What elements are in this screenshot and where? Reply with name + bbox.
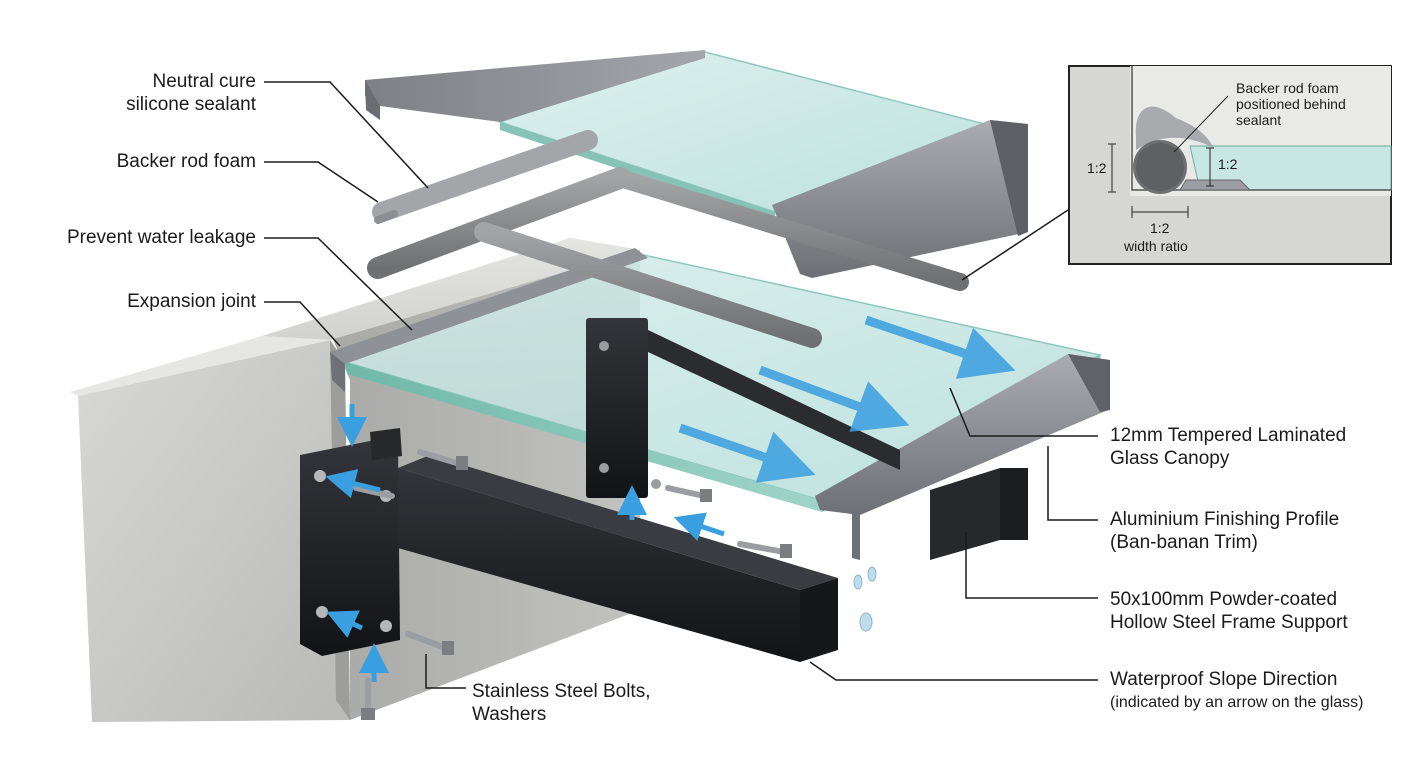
slope-arrows: [678, 315, 1016, 483]
label-steel-line1: 50x100mm Powder-coated: [1110, 589, 1338, 610]
label-glass-line2: Glass Canopy: [1110, 448, 1230, 469]
label-bolts-line2: Washers: [472, 704, 547, 725]
expansion-channel: [330, 248, 648, 392]
bolt-6: [737, 541, 792, 558]
label-alu-line2: (Ban-banan Trim): [1110, 532, 1258, 553]
backer-rod-foam: [367, 167, 969, 348]
silicone-sealant-bead: [372, 130, 598, 224]
lower-aluminium-profile: [815, 354, 1110, 560]
bolt-3: [405, 631, 454, 655]
bolt-5: [665, 485, 712, 502]
inset-note-line2: positioned behind: [1236, 96, 1346, 112]
label-expansion-joint: Expansion joint: [127, 291, 256, 312]
water-drops: [853, 566, 877, 632]
assembly-arrows: [325, 404, 725, 682]
label-glass-line1: 12mm Tempered Laminated: [1110, 425, 1347, 446]
bolt-1: [417, 449, 468, 470]
bolt-4: [361, 677, 375, 720]
label-bolts: Stainless Steel Bolts, Washers: [472, 680, 650, 726]
steel-bracket-rear: [586, 318, 900, 498]
label-steel-line2: Hollow Steel Frame Support: [1110, 612, 1348, 633]
label-bolts-line1: Stainless Steel Bolts,: [472, 681, 651, 702]
label-slope-direction: Waterproof Slope Direction (indicated by…: [1110, 668, 1363, 714]
label-alu-line1: Aluminium Finishing Profile: [1110, 509, 1340, 530]
detail-inset: [1068, 65, 1392, 265]
label-backer-rod: Backer rod foam: [116, 151, 256, 172]
label-silicone-line1: Neutral cure: [152, 71, 257, 92]
inset-note-line1: Backer rod foam: [1236, 80, 1339, 96]
inset-width-ratio: width ratio: [1124, 238, 1188, 254]
bolt-2: [353, 485, 395, 499]
label-steel-frame: 50x100mm Powder-coated Hollow Steel Fram…: [1110, 588, 1348, 634]
inset-ratio-bottom: 1:2: [1150, 220, 1170, 236]
inset-note: Backer rod foam positioned behind sealan…: [1236, 80, 1346, 128]
label-silicone-line2: silicone sealant: [126, 94, 256, 115]
label-glass-canopy: 12mm Tempered Laminated Glass Canopy: [1110, 424, 1346, 470]
label-water-leakage: Prevent water leakage: [66, 227, 256, 248]
leader-lines: [264, 81, 1098, 689]
inset-note-line3: sealant: [1236, 112, 1282, 128]
label-slope-line1: Waterproof Slope Direction: [1110, 669, 1338, 690]
label-aluminium-profile: Aluminium Finishing Profile (Ban-banan T…: [1110, 508, 1339, 554]
label-slope-line2: (indicated by an arrow on the glass): [1110, 694, 1364, 711]
label-silicone: Neutral cure silicone sealant: [110, 70, 256, 116]
inset-ratio-left: 1:2: [1087, 160, 1107, 176]
inset-ratio-right: 1:2: [1218, 156, 1238, 172]
